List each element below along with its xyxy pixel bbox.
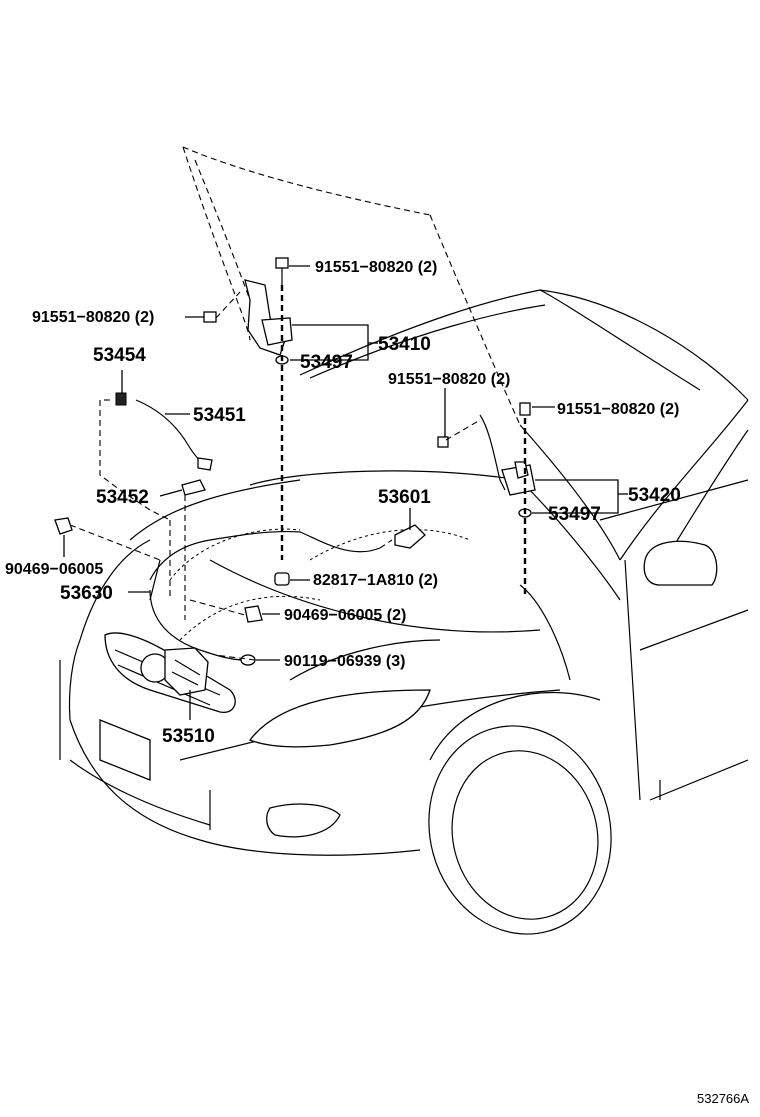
grommet-mid (244, 605, 263, 623)
figure-code: 532766A (697, 1091, 749, 1106)
label-91551-right: 91551−80820 (2) (557, 401, 679, 418)
label-90469-left: 90469−06005 (5, 561, 103, 578)
hood-outline (182, 146, 521, 426)
label-53451: 53451 (193, 405, 246, 426)
label-53420: 53420 (628, 485, 681, 506)
label-53510: 53510 (162, 726, 215, 747)
hood-hinge-left (244, 279, 293, 356)
grommet-left (54, 517, 73, 535)
label-53630: 53630 (60, 583, 113, 604)
label-91551-top: 91551−80820 (2) (315, 259, 437, 276)
cable-clamp (274, 572, 290, 586)
label-53601: 53601 (378, 487, 431, 508)
label-53452: 53452 (96, 487, 149, 508)
label-91551-left: 91551−80820 (2) (32, 309, 154, 326)
release-lever (394, 524, 426, 549)
hood-support-rod (115, 392, 213, 496)
label-53497-right: 53497 (548, 504, 601, 525)
label-53497-left: 53497 (300, 352, 353, 373)
reference-lines (69, 285, 527, 661)
label-91551-mid: 91551−80820 (2) (388, 371, 510, 388)
part-labels: 91551−80820 (2) 91551−80820 (2) 53410 53… (5, 259, 749, 1106)
label-53410: 53410 (378, 334, 431, 355)
label-90469-mid: 90469−06005 (2) (284, 607, 406, 624)
hood-hinge-right (479, 414, 536, 496)
label-82817: 82817−1A810 (2) (313, 572, 438, 589)
label-53454: 53454 (93, 345, 146, 366)
hood-lock (164, 647, 256, 696)
leader-lines (63, 265, 628, 720)
release-cable (149, 530, 381, 661)
label-90119: 90119−06939 (3) (284, 653, 405, 670)
